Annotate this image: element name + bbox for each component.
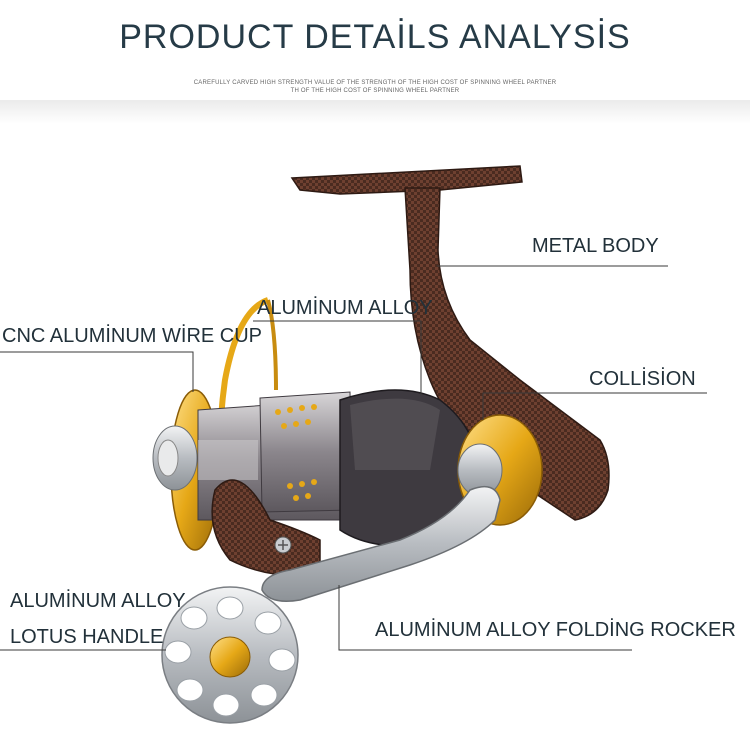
- callout-handle-line1: ALUMİNUM ALLOY: [10, 590, 186, 612]
- lotus-handle: [161, 586, 299, 724]
- callout-cnc-wire-cup: CNC ALUMİNUM WİRE CUP: [2, 325, 263, 347]
- subtitle-line-2: TH OF THE HIGH COST OF SPINNING WHEEL PA…: [290, 88, 460, 94]
- folding-rocker: [261, 485, 501, 602]
- subtitle-line-1: CAREFULLY CARVED HIGH STRENGTH VALUE OF …: [193, 80, 557, 86]
- callout-metal-body: METAL BODY: [532, 235, 659, 257]
- header-shadow: [0, 100, 750, 124]
- page-title: PRODUCT DETAİLS ANALYSİS: [119, 18, 631, 56]
- callout-aluminum-alloy: ALUMİNUM ALLOY: [257, 297, 433, 319]
- callout-handle-line2: LOTUS HANDLE: [10, 626, 164, 648]
- reel-stem: [404, 187, 610, 521]
- callout-folding-rocker: ALUMİNUM ALLOY FOLDİNG ROCKER: [375, 619, 736, 641]
- callout-collision: COLLİSİON: [589, 368, 696, 390]
